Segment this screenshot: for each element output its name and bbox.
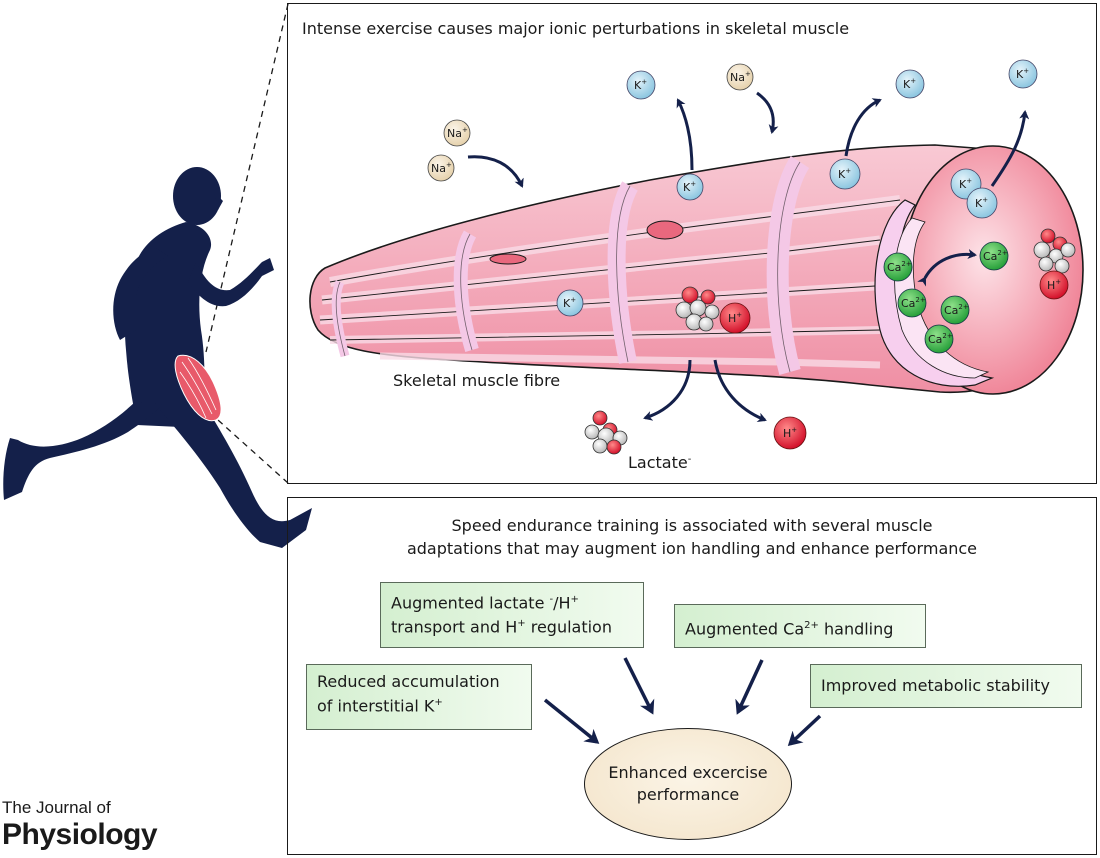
k-ion: K+ <box>626 70 656 100</box>
svg-text:H+: H+ <box>783 426 797 440</box>
ion-flux-arrows <box>467 91 1030 423</box>
box-text: Improved metabolic stability <box>821 676 1050 695</box>
ca-ion: Ca2+ <box>940 295 970 325</box>
ca-ion: Ca2+ <box>924 324 954 354</box>
zoom-line-lower <box>217 419 289 484</box>
bottom-title-line2: adaptations that may augment ion handlin… <box>406 539 978 558</box>
na-ion: Na+ <box>726 63 754 91</box>
svg-text:K+: K+ <box>634 78 647 92</box>
arrow-lactate-out <box>643 359 692 421</box>
outcome-line2: performance <box>636 785 740 804</box>
training-adaptations-panel: Speed endurance training is associated w… <box>287 497 1097 855</box>
svg-text:K+: K+ <box>1016 67 1029 81</box>
svg-text:K+: K+ <box>903 77 916 91</box>
box-text: Augmented lactate <box>391 593 550 613</box>
thigh-muscle <box>174 354 222 422</box>
box-text: transport and H <box>391 617 518 637</box>
box-text: Reduced accumulation <box>317 672 500 691</box>
ca-ion: Ca2+ <box>979 241 1009 271</box>
svg-text:Ca2+: Ca2+ <box>928 332 953 346</box>
h-ion: H+ <box>719 302 751 334</box>
arrow-k-out-3 <box>990 110 1030 187</box>
h-ion: H+ <box>773 416 807 450</box>
k-ion: K+ <box>895 69 925 99</box>
k-ion: K+ <box>676 173 704 201</box>
box-sup: + <box>434 697 443 708</box>
box-text: /H <box>553 593 571 613</box>
k-ion: K+ <box>1008 59 1038 89</box>
arrow-h-out <box>713 359 767 423</box>
svg-text:Ca2+: Ca2+ <box>983 249 1008 263</box>
top-panel-title: Intense exercise causes major ionic pert… <box>302 19 850 38</box>
svg-text:Ca2+: Ca2+ <box>944 303 969 317</box>
box-text: handling <box>818 619 894 639</box>
lactate-label: Lactate- <box>628 453 692 472</box>
ca-ion: Ca2+ <box>883 252 913 282</box>
lactate-molecule-end <box>1033 228 1076 274</box>
journal-logo-line1: The Journal of <box>2 798 111 817</box>
box-text: Augmented Ca <box>685 619 805 639</box>
svg-text:Ca2+: Ca2+ <box>887 260 912 274</box>
adaptation-arrows <box>543 657 822 747</box>
ca-ion: Ca2+ <box>897 288 927 318</box>
arrow-k-out-2 <box>844 98 882 157</box>
svg-text:K+: K+ <box>683 180 696 194</box>
box-sup: + <box>570 594 579 605</box>
enhanced-performance-outcome: Enhanced excercise performance <box>584 728 792 840</box>
outcome-line1: Enhanced excercise <box>608 763 768 782</box>
lactate-transport-box: Augmented lactate -/H+ transport and H+ … <box>380 582 644 648</box>
box-sup: + <box>517 618 526 630</box>
box-text: regulation <box>525 617 612 637</box>
svg-text:H+: H+ <box>1047 278 1061 292</box>
arrow-lactate-to-outcome <box>623 657 655 715</box>
ionic-perturbation-panel: Intense exercise causes major ionic pert… <box>287 3 1097 484</box>
k-ion: K+ <box>966 187 998 219</box>
svg-text:Na+: Na+ <box>447 126 468 140</box>
h-ion: H+ <box>1039 270 1069 300</box>
svg-text:Na+: Na+ <box>431 161 452 175</box>
svg-text:H+: H+ <box>728 311 742 325</box>
arrow-na-in-top <box>756 91 779 134</box>
svg-text:K+: K+ <box>563 296 576 310</box>
bottom-title-line1: Speed endurance training is associated w… <box>451 516 933 535</box>
box-sup: 2+ <box>804 620 819 631</box>
svg-text:Na+: Na+ <box>730 70 751 84</box>
box-text: of interstitial K <box>317 696 435 716</box>
k-ion: K+ <box>556 289 584 317</box>
metabolic-stability-box: Improved metabolic stability <box>810 664 1082 708</box>
svg-text:Ca2+: Ca2+ <box>901 296 926 310</box>
lactate-molecule-inner <box>675 286 720 332</box>
svg-text:K+: K+ <box>838 167 851 181</box>
fibre-label: Skeletal muscle fibre <box>393 371 560 390</box>
lactate-molecule-outer <box>584 410 628 455</box>
arrow-na-in-left <box>467 155 524 188</box>
arrow-metabolic-to-outcome <box>787 714 822 747</box>
arrow-calcium-to-outcome <box>735 659 764 715</box>
arrow-ca-exchange <box>917 249 977 287</box>
svg-text:K+: K+ <box>959 177 972 191</box>
bottom-panel-title: Speed endurance training is associated w… <box>288 514 1096 560</box>
journal-logo-line2: Physiology <box>2 818 158 851</box>
na-ion: Na+ <box>427 154 455 182</box>
na-ion: Na+ <box>443 119 471 147</box>
svg-text:K+: K+ <box>975 196 988 210</box>
k-ion: K+ <box>829 158 861 190</box>
calcium-handling-box: Augmented Ca2+ handling <box>674 604 926 648</box>
box-sup: - <box>549 594 554 605</box>
arrow-potassium-to-outcome <box>543 698 600 744</box>
journal-logo: The Journal of Physiology <box>2 798 158 852</box>
runner-silhouette <box>3 167 312 548</box>
arrow-k-out-1 <box>676 98 694 171</box>
potassium-accumulation-box: Reduced accumulation of interstitial K+ <box>306 664 532 730</box>
